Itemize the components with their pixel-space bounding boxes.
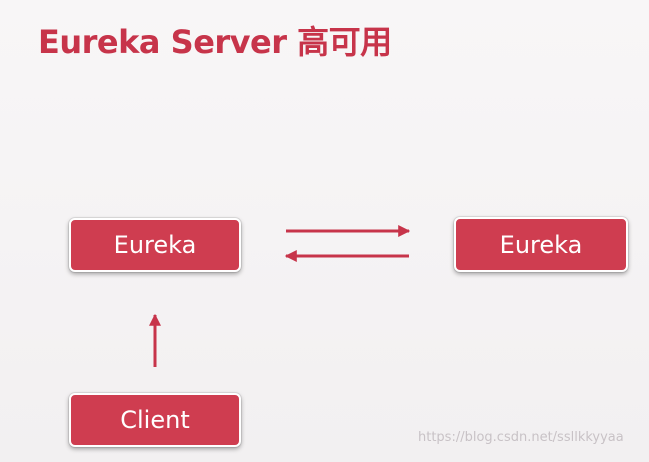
client-node-label: Client bbox=[120, 406, 190, 434]
eureka-server-node-right: Eureka bbox=[454, 217, 628, 272]
watermark-url: https://blog.csdn.net/ssllkkyyaa bbox=[418, 430, 624, 445]
client-node: Client bbox=[69, 393, 241, 447]
eureka-node-label: Eureka bbox=[499, 230, 583, 259]
eureka-node-label: Eureka bbox=[113, 231, 197, 259]
eureka-server-node-left: Eureka bbox=[69, 218, 241, 272]
slide-title: Eureka Server 高可用 bbox=[38, 23, 392, 61]
